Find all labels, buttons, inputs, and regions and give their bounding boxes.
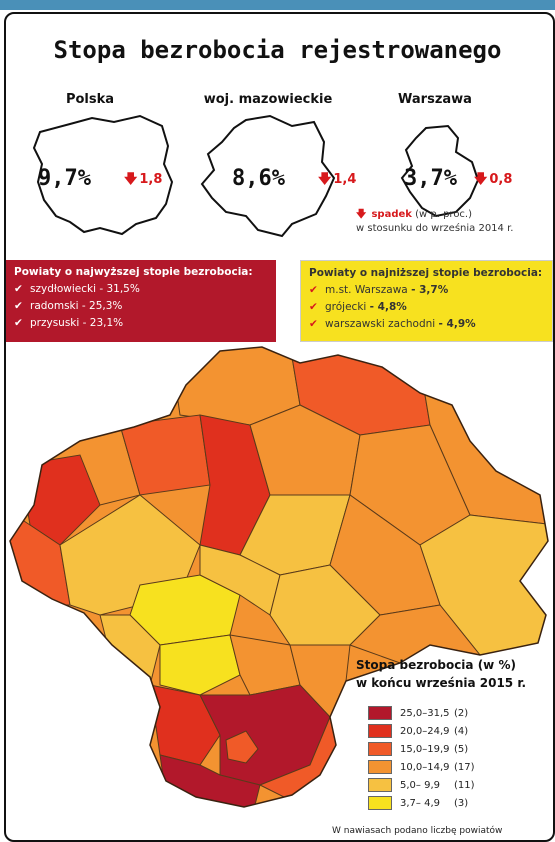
county-name: m.st. Warszawa	[325, 284, 408, 296]
poland-outline-icon	[32, 114, 174, 236]
map-legend-title-line2: w końcu września 2015 r.	[356, 676, 527, 690]
legend-range: 3,7– 4,9	[400, 798, 440, 809]
list-item: ✔ grójecki - 4,8%	[309, 299, 544, 316]
down-arrow-icon: 🡇	[124, 172, 138, 187]
legend-count: (3)	[454, 798, 469, 809]
change-warszawa: 🡇0,8	[474, 170, 512, 192]
list-item: ✔ m.st. Warszawa - 3,7%	[309, 282, 544, 299]
map-legend-title-line1: Stopa bezrobocia (w %)	[356, 658, 516, 672]
check-icon: ✔	[14, 283, 23, 295]
legend-range: 25,0–31,5	[400, 708, 450, 719]
county	[159, 634, 241, 696]
highest-unemployment-box: Powiaty o najwyższej stopie bezrobocia: …	[6, 260, 276, 342]
county	[149, 684, 221, 766]
list-item: ✔ przysuski - 23,1%	[14, 315, 268, 332]
drop-legend-word: spadek	[371, 209, 412, 220]
change-mazowieckie: 🡇1,4	[318, 170, 356, 192]
legend-count: (2)	[454, 708, 469, 719]
county-value: - 31,5%	[99, 283, 140, 295]
legend-swatch	[368, 778, 392, 792]
county-name: przysuski	[30, 317, 80, 329]
warszawa-outline-icon	[400, 124, 480, 218]
legend-swatch	[368, 742, 392, 756]
drop-legend-reference: w stosunku do września 2014 r.	[356, 223, 514, 234]
county-value: - 23,1%	[82, 317, 124, 329]
county-value: - 4,8%	[369, 301, 407, 313]
down-arrow-icon: 🡇	[474, 172, 488, 187]
change-mazowieckie-value: 1,4	[333, 172, 357, 187]
legend-row: 10,0–14,9 (17)	[368, 760, 475, 774]
legend-range: 20,0–24,9	[400, 726, 450, 737]
legend-swatch	[368, 760, 392, 774]
highest-box-title: Powiaty o najwyższej stopie bezrobocia:	[14, 266, 253, 278]
change-poland: 🡇1,8	[124, 170, 162, 192]
county	[225, 730, 259, 764]
legend-count: (5)	[454, 744, 469, 755]
mazowieckie-outline-icon	[200, 114, 336, 238]
legend-row: 5,0– 9,9 (11)	[368, 778, 475, 792]
legend-note: W nawiasach podano liczbę powiatów	[332, 826, 503, 836]
top-band	[0, 0, 555, 10]
down-arrow-icon: 🡇	[318, 172, 332, 187]
region-label-warszawa: Warszawa	[398, 92, 472, 107]
region-label-poland: Polska	[65, 92, 115, 107]
change-poland-value: 1,8	[139, 172, 163, 187]
legend-row: 20,0–24,9 (4)	[368, 724, 468, 738]
page-title: Stopa bezrobocia rejestrowanego	[53, 36, 502, 64]
legend-row: 25,0–31,5 (2)	[368, 706, 468, 720]
check-icon: ✔	[14, 300, 23, 312]
map-legend-title: Stopa bezrobocia (w %) w końcu września …	[356, 656, 526, 692]
legend-range: 5,0– 9,9	[400, 780, 440, 791]
legend-count: (4)	[454, 726, 469, 737]
list-item: ✔ radomski - 25,3%	[14, 298, 268, 315]
list-item: ✔ warszawski zachodni - 4,9%	[309, 316, 544, 333]
legend-row: 3,7– 4,9 (3)	[368, 796, 468, 810]
county-value: - 4,9%	[438, 318, 476, 330]
county-name: grójecki	[325, 301, 367, 313]
county-name: szydłowiecki	[30, 283, 97, 295]
lowest-unemployment-box: Powiaty o najniższej stopie bezrobocia: …	[300, 260, 553, 342]
rate-poland: 9,7%	[38, 166, 91, 191]
county-name: warszawski zachodni	[325, 318, 436, 330]
county-value: - 25,3%	[81, 300, 123, 312]
legend-count: (11)	[454, 780, 475, 791]
region-label-mazowieckie: woj. mazowieckie	[203, 92, 333, 107]
county-name: radomski	[30, 300, 79, 312]
legend-swatch	[368, 724, 392, 738]
legend-range: 10,0–14,9	[400, 762, 450, 773]
check-icon: ✔	[309, 301, 318, 313]
legend-row: 15,0–19,9 (5)	[368, 742, 468, 756]
check-icon: ✔	[309, 318, 318, 330]
legend-count: (17)	[454, 762, 475, 773]
list-item: ✔ szydłowiecki - 31,5%	[14, 281, 268, 298]
check-icon: ✔	[14, 317, 23, 329]
drop-legend: 🡇 spadek (w p. proc.) w stosunku do wrze…	[356, 208, 513, 236]
choropleth-map	[9, 346, 549, 808]
legend-swatch	[368, 706, 392, 720]
county-value: - 3,7%	[411, 284, 449, 296]
change-warszawa-value: 0,8	[489, 172, 513, 187]
rate-warszawa: 3,7%	[404, 166, 457, 191]
lowest-box-title: Powiaty o najniższej stopie bezrobocia:	[309, 267, 543, 279]
legend-swatch	[368, 796, 392, 810]
check-icon: ✔	[309, 284, 318, 296]
drop-legend-unit: (w p. proc.)	[415, 209, 473, 220]
legend-range: 15,0–19,9	[400, 744, 450, 755]
rate-mazowieckie: 8,6%	[232, 166, 285, 191]
down-arrow-icon: 🡇	[356, 209, 367, 220]
